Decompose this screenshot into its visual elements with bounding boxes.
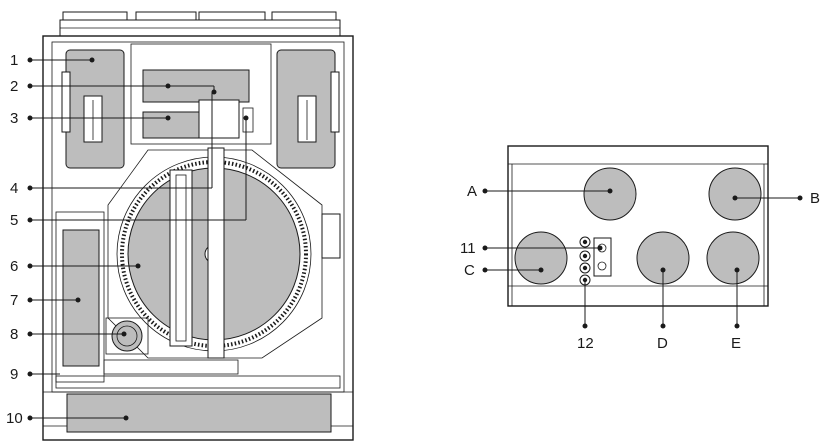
front-view-unit <box>42 11 354 441</box>
belt-frame-left <box>169 169 193 347</box>
connector-block <box>593 237 612 277</box>
front-view-labels: 1 2 3 4 5 6 7 8 9 10 <box>6 52 23 427</box>
drain-motor <box>111 320 143 352</box>
label-c: C <box>464 262 475 279</box>
front-view-leaders <box>27 57 249 421</box>
label-4: 4 <box>10 180 18 197</box>
label-2: 2 <box>10 78 18 95</box>
label-11: 11 <box>460 240 476 257</box>
port-c <box>514 231 568 285</box>
base-plinth <box>66 393 332 433</box>
port-b <box>708 167 762 221</box>
top-view-unit <box>507 145 769 307</box>
filter-lower <box>142 111 200 139</box>
label-3: 3 <box>10 110 18 127</box>
label-e: E <box>731 335 741 352</box>
label-1: 1 <box>10 52 18 69</box>
label-a: A <box>467 183 477 200</box>
label-b: B <box>810 190 820 207</box>
label-d: D <box>657 335 668 352</box>
top-view-labels: A B C D E 11 12 <box>460 183 820 352</box>
fan-right <box>276 49 340 169</box>
top-collars <box>59 11 341 37</box>
electrical-panel <box>62 229 100 367</box>
label-7: 7 <box>10 292 18 309</box>
label-9: 9 <box>10 366 18 383</box>
top-view-leaders <box>482 188 803 329</box>
exchanger-housing <box>107 149 323 359</box>
label-5: 5 <box>10 212 18 229</box>
label-8: 8 <box>10 326 18 343</box>
label-6: 6 <box>10 258 18 275</box>
label-12: 12 <box>577 335 594 352</box>
port-a <box>583 167 637 221</box>
fan-left <box>61 49 125 169</box>
connector-column <box>579 236 591 286</box>
belt-frame-right <box>207 147 225 359</box>
port-e <box>706 231 760 285</box>
label-10: 10 <box>6 410 23 427</box>
